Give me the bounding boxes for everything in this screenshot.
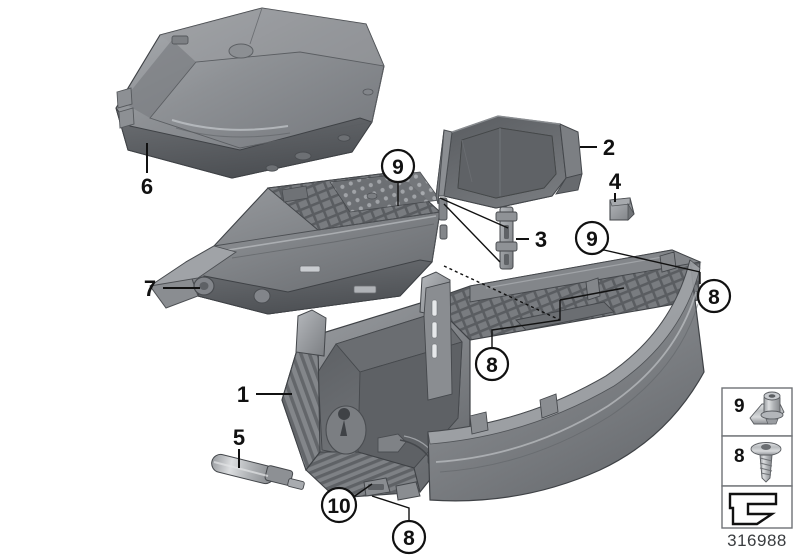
callout-4: 4 bbox=[609, 169, 622, 194]
callout-8-right: 8 bbox=[696, 278, 732, 314]
callout-8a-label: 8 bbox=[708, 286, 720, 309]
part-3-retaining-strip-bracket bbox=[495, 206, 518, 270]
arrow-direction-icon bbox=[728, 492, 778, 526]
tapping-screw-icon bbox=[750, 442, 782, 483]
callout-4-label: 4 bbox=[609, 169, 622, 194]
circled-leader-lines bbox=[351, 182, 701, 523]
legend-item-9-label: 9 bbox=[734, 396, 745, 417]
diagram-number: 316988 bbox=[727, 531, 787, 550]
callout-7-label: 7 bbox=[144, 276, 156, 301]
part-6-glove-box-upper-cover bbox=[115, 7, 385, 179]
callout-9a-label: 9 bbox=[392, 156, 404, 179]
hardware-legend: 9 8 316988 bbox=[721, 387, 793, 550]
callout-2-label: 2 bbox=[603, 135, 615, 160]
callout-8-middle: 8 bbox=[474, 346, 510, 382]
callout-8-bottom: 8 bbox=[391, 519, 427, 555]
part-5-damper-strut bbox=[211, 453, 305, 490]
callout-9-upper: 9 bbox=[380, 148, 416, 184]
callout-8c-label: 8 bbox=[403, 527, 415, 550]
callout-3: 3 bbox=[535, 227, 547, 252]
part-4-small-clip-bracket bbox=[609, 197, 635, 221]
callout-6: 6 bbox=[141, 174, 153, 199]
callout-2: 2 bbox=[603, 135, 615, 160]
callout-10-label: 10 bbox=[327, 495, 350, 518]
callout-10: 10 bbox=[320, 486, 358, 524]
callout-1-label: 1 bbox=[237, 382, 249, 407]
callout-6-label: 6 bbox=[141, 174, 153, 199]
part-1-glove-box-body bbox=[281, 249, 705, 502]
callout-1: 1 bbox=[237, 382, 249, 407]
part-7-ribbed-housing-cover bbox=[149, 171, 442, 315]
callout-7: 7 bbox=[144, 276, 156, 301]
callout-9-right: 9 bbox=[574, 220, 610, 256]
legend-item-8-label: 8 bbox=[734, 446, 745, 467]
callout-8b-label: 8 bbox=[486, 354, 498, 377]
callout-9b-label: 9 bbox=[586, 228, 598, 251]
clip-nut-icon bbox=[749, 391, 785, 425]
part-2-storage-bin-insert bbox=[435, 115, 583, 240]
callout-3-label: 3 bbox=[535, 227, 547, 252]
callout-5: 5 bbox=[233, 425, 245, 450]
leader-lines bbox=[146, 143, 616, 468]
callout-5-label: 5 bbox=[233, 425, 245, 450]
